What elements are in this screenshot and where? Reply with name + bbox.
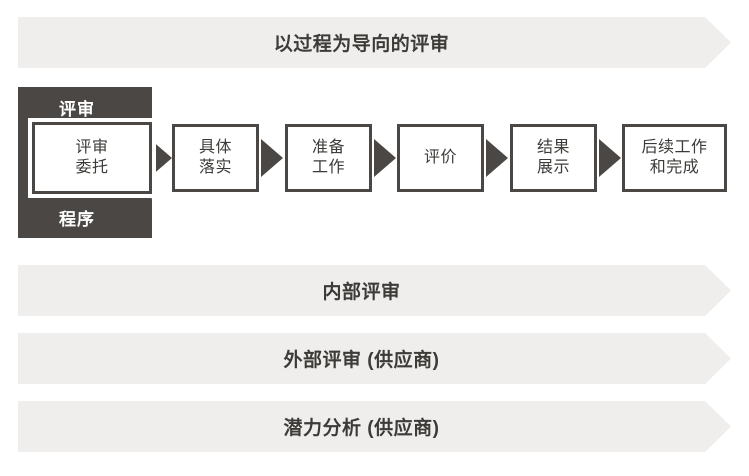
triangle-right-icon — [261, 139, 283, 177]
potential-analysis-banner: 潜力分析 (供应商) — [18, 401, 731, 452]
step-label: 评审 委托 — [75, 138, 109, 176]
process-oriented-review-banner: 以过程为导向的评审 — [18, 17, 731, 68]
step-label: 评价 — [423, 148, 457, 166]
triangle-right-icon — [599, 139, 621, 177]
step-box-review-commission[interactable]: 评审 委托 — [32, 122, 152, 194]
review-procedure-bottom-label: 程序 — [59, 210, 95, 229]
triangle-right-icon — [150, 139, 172, 177]
triangle-right-icon — [486, 139, 508, 177]
external-review-banner: 外部评审 (供应商) — [18, 333, 731, 384]
step-box-evaluation[interactable]: 评价 — [397, 124, 484, 192]
triangle-right-icon — [374, 139, 396, 177]
step-box-preparation[interactable]: 准备 工作 — [285, 124, 372, 192]
step-label: 具体 落实 — [198, 138, 232, 176]
step-label: 准备 工作 — [311, 138, 345, 176]
step-box-results-presentation[interactable]: 结果 展示 — [510, 124, 597, 192]
step-box-implementation[interactable]: 具体 落实 — [172, 124, 259, 192]
internal-review-banner-label: 内部评审 — [322, 282, 401, 303]
process-oriented-review-banner-label: 以过程为导向的评审 — [273, 34, 450, 55]
review-procedure-top-label: 评审 — [59, 100, 95, 119]
external-review-banner-label: 外部评审 (供应商) — [283, 350, 440, 371]
step-label: 后续工作 和完成 — [641, 138, 708, 176]
internal-review-banner: 内部评审 — [18, 265, 731, 316]
step-box-followup-completion[interactable]: 后续工作 和完成 — [622, 124, 727, 192]
step-label: 结果 展示 — [536, 138, 570, 176]
potential-analysis-banner-label: 潜力分析 (供应商) — [283, 418, 440, 439]
